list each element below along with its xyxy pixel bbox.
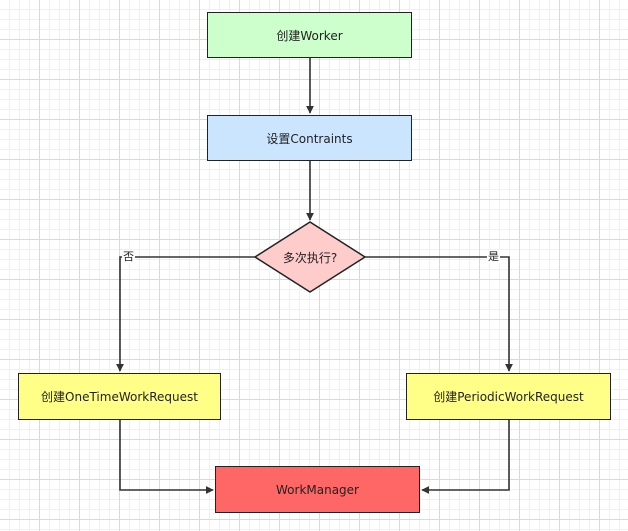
edge-label-yes: 是 xyxy=(487,250,500,263)
create-worker-node: 创建Worker xyxy=(207,12,412,58)
work-manager-node: WorkManager xyxy=(215,466,420,513)
one-time-work-request-label: 创建OneTimeWorkRequest xyxy=(41,390,198,404)
edge-decision-yes xyxy=(365,256,513,372)
edge-periodic-to-workmanager xyxy=(421,420,510,494)
periodic-work-request-node: 创建PeriodicWorkRequest xyxy=(406,373,611,420)
periodic-work-request-label: 创建PeriodicWorkRequest xyxy=(433,390,584,404)
edge-onetime-to-workmanager xyxy=(119,420,214,494)
one-time-work-request-node: 创建OneTimeWorkRequest xyxy=(18,373,221,420)
set-constraints-label: 设置Contraints xyxy=(266,131,353,146)
set-constraints-node: 设置Contraints xyxy=(207,115,412,161)
create-worker-label: 创建Worker xyxy=(276,28,343,43)
edge-decision-no xyxy=(116,256,255,372)
edge-label-no: 否 xyxy=(122,250,135,263)
work-manager-label: WorkManager xyxy=(276,482,359,497)
decision-label: 多次执行? xyxy=(282,250,338,265)
decision-diamond xyxy=(253,221,367,293)
